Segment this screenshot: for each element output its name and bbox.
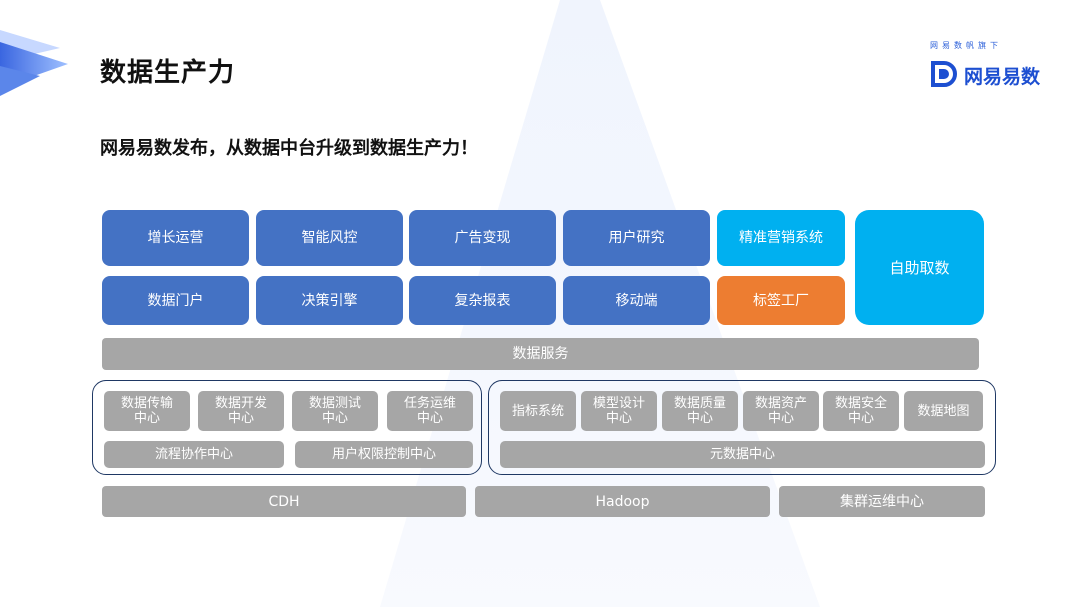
dev-group-frame xyxy=(92,380,482,475)
gov-module-data-assets: 数据资产 中心 xyxy=(743,391,819,431)
infra-hadoop: Hadoop xyxy=(475,486,770,517)
app-block-data-portal: 数据门户 xyxy=(102,276,249,325)
gov-module-data-quality: 数据质量 中心 xyxy=(662,391,738,431)
gov-module-data-map: 数据地图 xyxy=(904,391,983,431)
infra-cdh: CDH xyxy=(102,486,466,517)
app-block-tag-factory: 标签工厂 xyxy=(717,276,845,325)
app-block-complex-reports: 复杂报表 xyxy=(409,276,556,325)
app-block-user-research: 用户研究 xyxy=(563,210,710,266)
page-title: 数据生产力 xyxy=(100,58,236,88)
netease-logo-icon xyxy=(931,61,957,87)
logo-slogan: 网易数帆旗下 xyxy=(930,41,1002,50)
app-block-ad-monetization: 广告变现 xyxy=(409,210,556,266)
dev-module-development: 数据开发 中心 xyxy=(198,391,284,431)
dev-bottom-permission: 用户权限控制中心 xyxy=(295,441,473,468)
dev-module-transfer: 数据传输 中心 xyxy=(104,391,190,431)
dev-module-task-ops: 任务运维 中心 xyxy=(387,391,473,431)
logo-name: 网易易数 xyxy=(964,66,1041,88)
app-block-precision-marketing: 精准营销系统 xyxy=(717,210,845,266)
gov-bottom-metadata: 元数据中心 xyxy=(500,441,985,468)
data-service-bar: 数据服务 xyxy=(102,338,979,370)
gov-module-data-security: 数据安全 中心 xyxy=(823,391,899,431)
gov-module-model-design: 模型设计 中心 xyxy=(581,391,657,431)
governance-group-frame xyxy=(488,380,996,475)
app-block-decision-engine: 决策引擎 xyxy=(256,276,403,325)
app-block-risk-control: 智能风控 xyxy=(256,210,403,266)
dev-bottom-workflow: 流程协作中心 xyxy=(104,441,284,468)
app-block-mobile: 移动端 xyxy=(563,276,710,325)
app-block-growth-ops: 增长运营 xyxy=(102,210,249,266)
dev-module-testing: 数据测试 中心 xyxy=(292,391,378,431)
app-block-self-service: 自助取数 xyxy=(855,210,984,325)
gov-module-metrics: 指标系统 xyxy=(500,391,576,431)
page-subtitle: 网易易数发布，从数据中台升级到数据生产力！ xyxy=(100,138,478,159)
infra-cluster-ops: 集群运维中心 xyxy=(779,486,985,517)
